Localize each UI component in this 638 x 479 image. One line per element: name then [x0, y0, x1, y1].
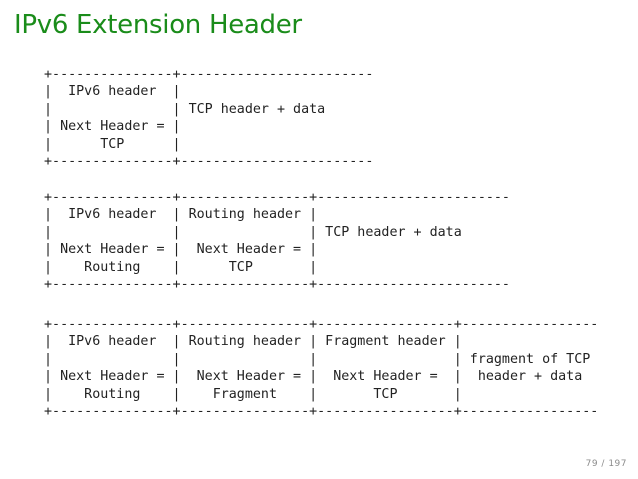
- ascii-diagram-ipv6-routing-fragment-tcp: +---------------+----------------+------…: [44, 317, 599, 420]
- ascii-diagram-ipv6-tcp: +---------------+-----------------------…: [44, 67, 374, 170]
- ascii-diagram-ipv6-routing-tcp: +---------------+----------------+------…: [44, 190, 510, 293]
- slide-title: IPv6 Extension Header: [14, 10, 302, 40]
- page-number: 79 / 197: [585, 459, 627, 469]
